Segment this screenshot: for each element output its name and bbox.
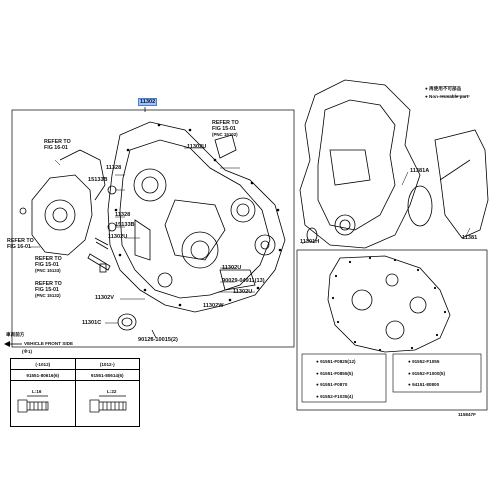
bolt-list-left-1[interactable]: ● 91551-F0825(12) (316, 359, 356, 364)
callout-11302u-lower[interactable]: 11302U (222, 265, 242, 271)
oil-seal (117, 313, 137, 331)
timing-cover-drawing (107, 121, 286, 313)
guide-pin (87, 253, 111, 271)
bolt-list-left-3[interactable]: ● 91551-F0870 (316, 382, 348, 387)
front-side-jp: 車両前方 (6, 332, 25, 337)
callout-15133b-mid[interactable]: 15133B (115, 222, 135, 228)
callout-90126[interactable]: 90126-10015(2) (138, 337, 178, 343)
water-pump-drawing (19, 149, 106, 256)
legend-jp: ● 再使用不可部品 (425, 86, 462, 91)
bolt-table: (-1012) (1012-) 91551-80616(6) 91551-806… (10, 358, 140, 427)
dowel-pin (151, 329, 157, 339)
callout-11328[interactable]: 11328 (106, 165, 122, 171)
callout-11302w[interactable]: 11302W (203, 303, 224, 309)
bolt-note: (※1) (22, 349, 33, 354)
legend-en: ● Non-reusable part (425, 94, 469, 99)
main-frame (11, 109, 295, 348)
callout-11328b[interactable]: 11328 (115, 212, 131, 218)
bolt-part-1[interactable]: 91551-80616(6) (10, 369, 76, 381)
footer-code: 115847F (458, 412, 476, 417)
bolt-length-1: L:16 (32, 389, 42, 394)
plug (99, 263, 107, 273)
callout-11381a[interactable]: 11381A (410, 168, 430, 174)
bolt-list-right-3[interactable]: ● 94151-80800 (408, 382, 440, 387)
callout-15133b-top[interactable]: 15133B (88, 177, 108, 183)
bolt-length-2: L:22 (107, 389, 117, 394)
bolt-list-right-2[interactable]: ● 91552-F1000(5) (408, 371, 446, 376)
seal-ring-a (107, 185, 117, 195)
bolt-layout-frame (296, 249, 488, 411)
group-label-11302[interactable]: 11302 (138, 98, 158, 106)
callout-11302u-mid[interactable]: 11302U (108, 234, 128, 240)
callout-11302u-bot[interactable]: 11302U (233, 289, 253, 295)
bolt-list-right-1[interactable]: ● 91552-F1055 (408, 359, 440, 364)
front-side-en: VEHICLE FRONT SIDE (24, 341, 74, 346)
bolt-col-header-2: (1012-) (74, 358, 140, 370)
callout-11381[interactable]: 11381 (462, 235, 478, 241)
bolt-col-header-1: (-1012) (10, 358, 76, 370)
bolt-list-left-4[interactable]: ● 91552-F1035(4) (316, 394, 354, 399)
callout-90029[interactable]: 90029-04911(13) (222, 278, 265, 284)
bolt-list-left-2[interactable]: ● 91551-F0855(5) (316, 371, 354, 376)
front-arrow (4, 341, 10, 347)
callout-11302v[interactable]: 11302V (95, 295, 114, 301)
stud-a (94, 237, 109, 250)
bolt-part-2[interactable]: 91551-80614(6) (74, 369, 140, 381)
engine-block-drawing (299, 79, 489, 249)
callout-11301h[interactable]: 11301H (300, 239, 320, 245)
callout-11301c[interactable]: 11301C (82, 320, 102, 326)
callout-11302u-top[interactable]: 11302U (187, 144, 207, 150)
bolt-layout-drawing (327, 255, 451, 353)
